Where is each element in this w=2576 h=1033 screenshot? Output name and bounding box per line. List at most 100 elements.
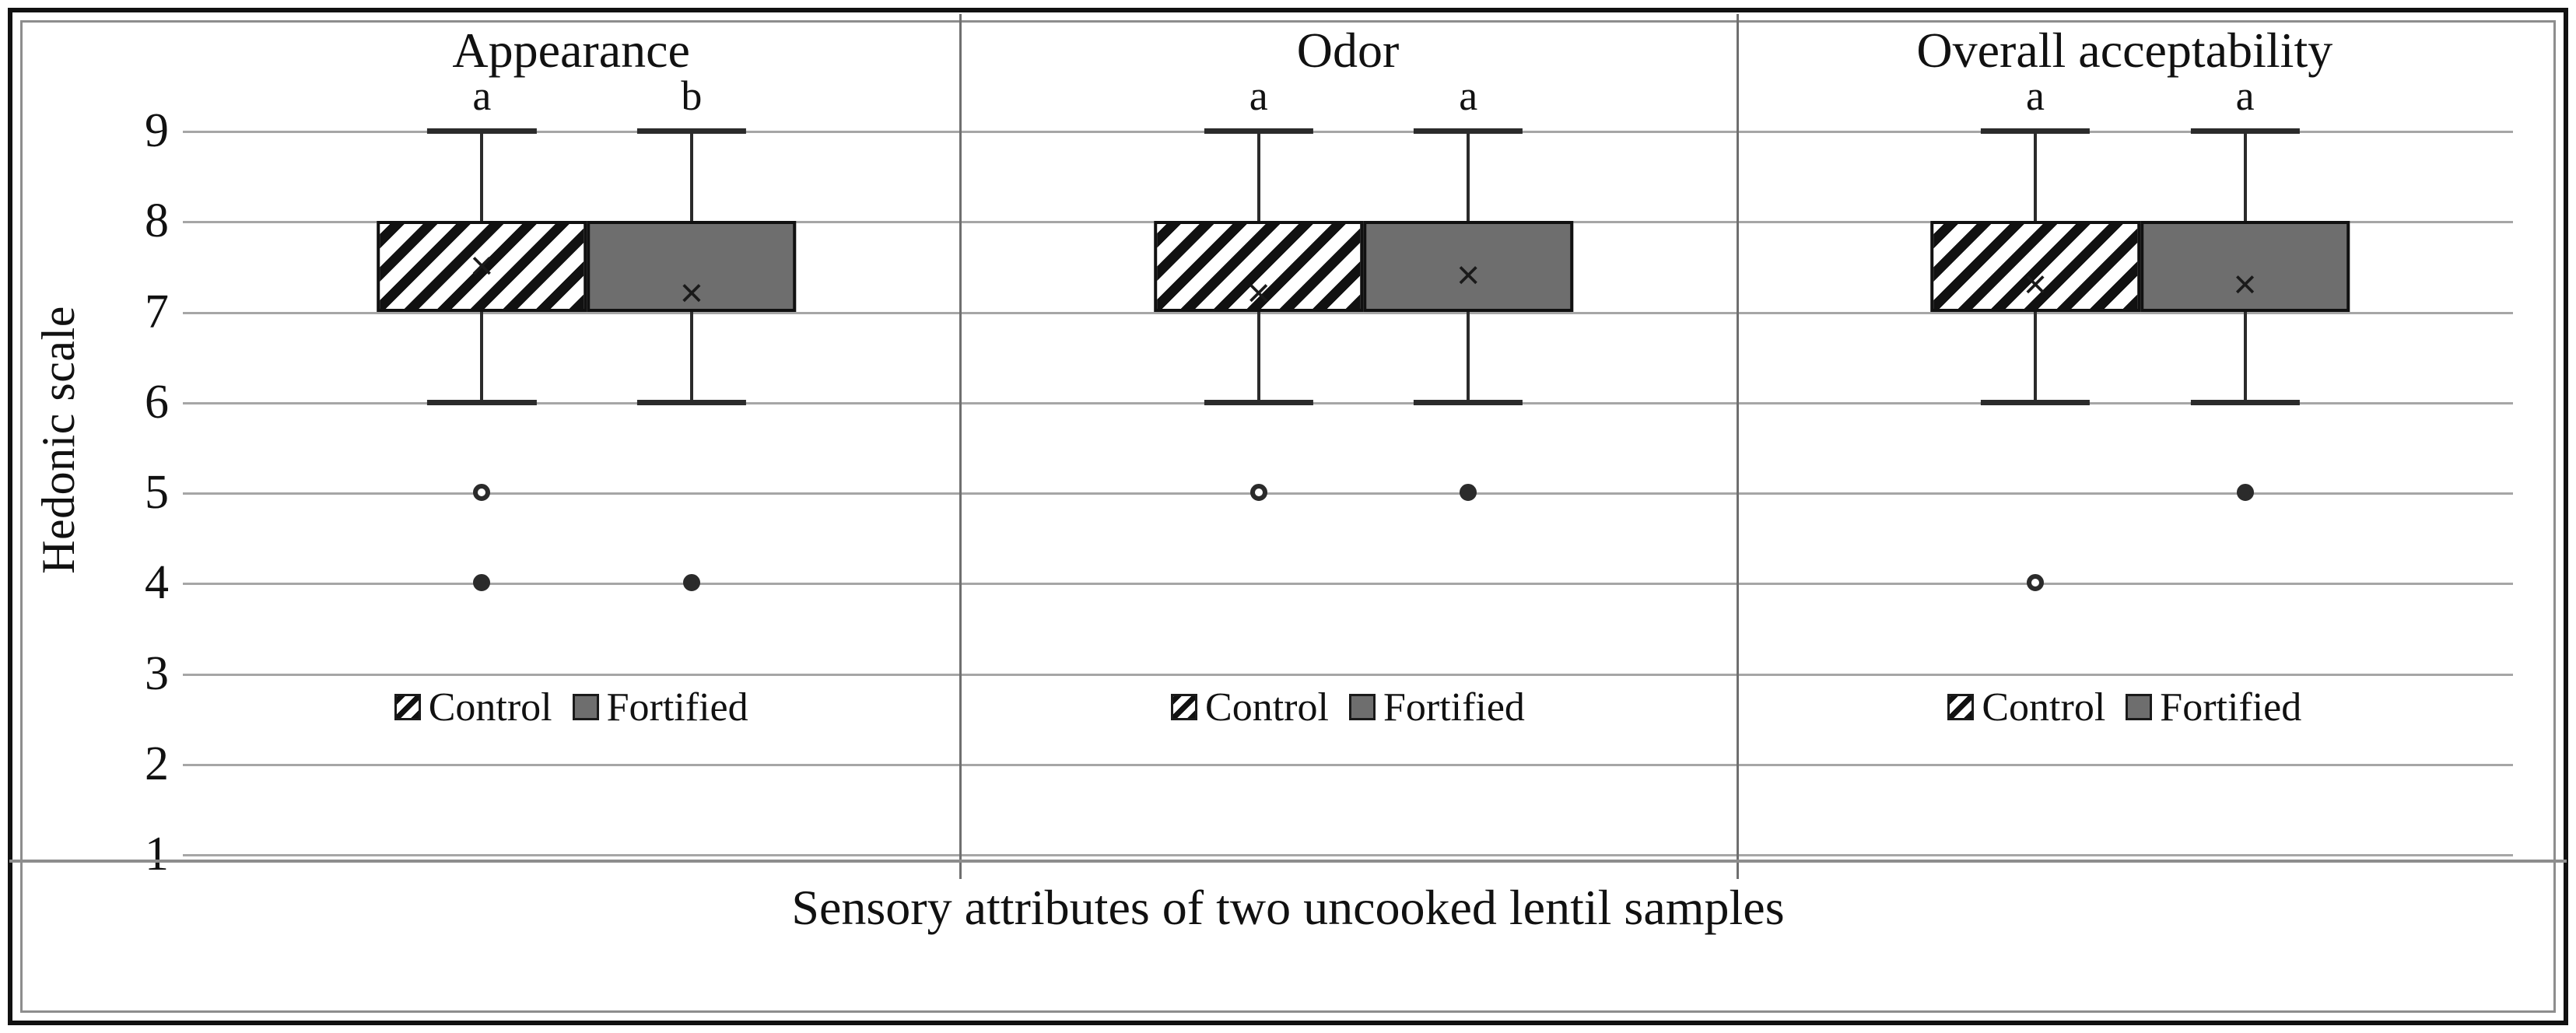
legend-swatch-fortified-icon <box>2126 694 2153 721</box>
y-axis-tick-3: 3 <box>145 646 169 700</box>
legend: Control Fortified <box>959 685 1736 730</box>
gridline-4 <box>183 583 2513 586</box>
panel-title: Odor <box>1296 23 1400 78</box>
y-axis-title-text: Hedonic scale <box>32 305 84 574</box>
whisker-upper <box>480 131 484 222</box>
boxplot-control[interactable]: a× <box>183 75 959 854</box>
whisker-cap-upper <box>1414 128 1523 134</box>
mean-marker-icon: × <box>1246 271 1270 317</box>
legend-item-control[interactable]: Control <box>394 685 552 730</box>
whisker-cap-upper <box>2190 128 2300 134</box>
legend-item-fortified[interactable]: Fortified <box>2126 685 2301 730</box>
whisker-lower <box>1256 311 1260 402</box>
significance-letter: b <box>681 72 703 119</box>
whisker-lower <box>2034 311 2037 402</box>
x-axis-caption: Sensory attributes of two uncooked lenti… <box>791 880 1785 935</box>
y-axis-tick-2: 2 <box>145 737 169 790</box>
whisker-upper <box>1467 131 1470 222</box>
mean-marker-icon: × <box>470 243 494 289</box>
panel-separator-2 <box>1736 14 1739 879</box>
significance-letter: a <box>2026 72 2045 119</box>
legend-swatch-control-icon <box>1947 694 1975 721</box>
outlier-point <box>473 484 491 501</box>
outlier-point <box>1249 484 1267 501</box>
gridline-9 <box>183 131 2513 133</box>
legend-item-control[interactable]: Control <box>1947 685 2105 730</box>
mean-marker-icon: × <box>679 271 704 317</box>
gridline-6 <box>183 401 2513 404</box>
legend-item-fortified-label: Fortified <box>1383 685 1525 730</box>
gridline-1 <box>183 854 2513 856</box>
box-iqr[interactable] <box>377 221 587 312</box>
figure-inner-border <box>20 20 2556 1013</box>
boxplot-fortified[interactable]: b× <box>183 75 959 854</box>
legend-swatch-control-icon <box>1171 694 1198 721</box>
mean-marker-icon: × <box>1456 253 1481 298</box>
boxplot-fortified[interactable]: a× <box>1737 75 2513 854</box>
legend-swatch-fortified-icon <box>1348 694 1376 721</box>
whisker-cap-upper <box>636 128 746 134</box>
boxplot-fortified[interactable]: a× <box>959 75 1736 854</box>
y-axis-tick-1: 1 <box>145 828 169 881</box>
mean-marker-icon: × <box>2023 261 2048 307</box>
box-iqr[interactable] <box>2140 221 2350 312</box>
outlier-point <box>2027 574 2044 592</box>
box-iqr[interactable] <box>587 221 797 312</box>
whisker-upper <box>2243 131 2247 222</box>
boxplot-control[interactable]: a× <box>959 75 1736 854</box>
legend: Control Fortified <box>183 685 959 730</box>
legend-item-control[interactable]: Control <box>1171 685 1329 730</box>
whisker-lower <box>2243 311 2247 402</box>
y-axis-tick-9: 9 <box>145 104 169 157</box>
box-iqr[interactable] <box>1153 221 1364 312</box>
legend: Control Fortified <box>1737 685 2513 730</box>
whisker-cap-upper <box>1980 128 2091 134</box>
whisker-cap-lower <box>636 399 746 405</box>
y-axis-tick-8: 8 <box>145 194 169 248</box>
outlier-point <box>2236 484 2254 501</box>
legend-item-fortified[interactable]: Fortified <box>572 685 748 730</box>
significance-letter: a <box>472 72 492 119</box>
whisker-cap-lower <box>1414 399 1523 405</box>
legend-item-control-label: Control <box>428 685 552 730</box>
legend-swatch-fortified-icon <box>572 694 599 721</box>
boxplot-control[interactable]: a× <box>1737 75 2513 854</box>
y-axis-tick-5: 5 <box>145 466 169 519</box>
whisker-cap-lower <box>1204 399 1313 405</box>
whisker-cap-upper <box>1204 128 1313 134</box>
whisker-cap-lower <box>427 399 537 405</box>
legend-item-control-label: Control <box>1205 685 1329 730</box>
y-axis-title: Hedonic scale <box>31 117 86 762</box>
whisker-cap-upper <box>427 128 537 134</box>
gridline-7 <box>183 311 2513 314</box>
whisker-lower <box>689 311 693 402</box>
panel-title: Overall acceptability <box>1916 23 2333 78</box>
panel-title: Appearance <box>452 23 690 78</box>
mean-marker-icon: × <box>2233 261 2257 307</box>
outlier-point <box>682 574 700 592</box>
whisker-upper <box>2034 131 2037 222</box>
significance-letter: a <box>2235 72 2255 119</box>
legend-item-fortified[interactable]: Fortified <box>1348 685 1525 730</box>
whisker-upper <box>1256 131 1260 222</box>
y-axis-tick-4: 4 <box>145 556 169 610</box>
box-iqr[interactable] <box>1930 221 2140 312</box>
y-axis-tick-7: 7 <box>145 285 169 338</box>
legend-item-control-label: Control <box>1982 685 2106 730</box>
panel-separator-1 <box>959 14 962 879</box>
gridline-5 <box>183 492 2513 495</box>
legend-item-fortified-label: Fortified <box>606 685 748 730</box>
outlier-point <box>1460 484 1477 501</box>
box-iqr[interactable] <box>1363 221 1574 312</box>
significance-letter: a <box>1249 72 1268 119</box>
whisker-cap-lower <box>2190 399 2300 405</box>
whisker-upper <box>689 131 693 222</box>
whisker-lower <box>480 311 484 402</box>
whisker-cap-lower <box>1980 399 2091 405</box>
